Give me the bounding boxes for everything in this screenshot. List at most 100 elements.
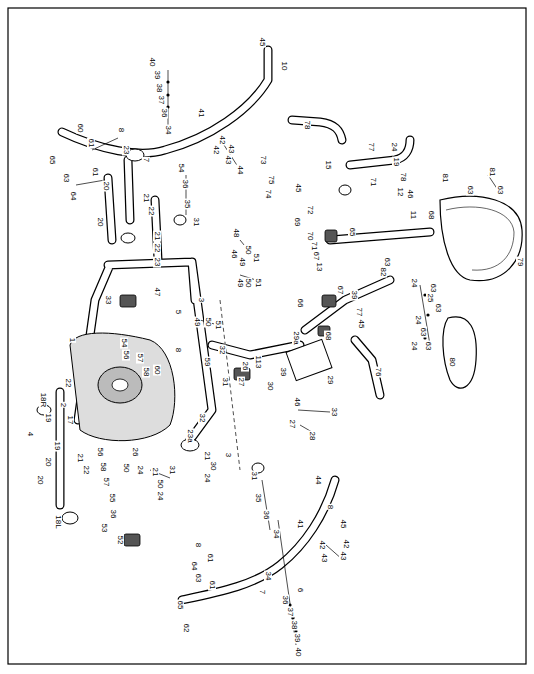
callout-number: 69 bbox=[293, 217, 301, 228]
callout-number: 22 bbox=[153, 243, 161, 254]
callout-number: 73 bbox=[259, 155, 267, 166]
callout-number: 32 bbox=[218, 345, 226, 356]
callout-number: 63 bbox=[434, 303, 442, 314]
callout-number: 26 bbox=[241, 361, 249, 372]
callout-number: 39 bbox=[350, 290, 358, 301]
callout-number: 42 bbox=[318, 540, 326, 551]
callout-number: 43 bbox=[224, 155, 232, 166]
callout-number: 80 bbox=[448, 357, 456, 368]
callout-number: 43 bbox=[339, 551, 347, 562]
callout-number: 66 bbox=[296, 298, 304, 309]
callout-number: 42 bbox=[212, 145, 220, 156]
callout-number: 51 bbox=[252, 253, 260, 264]
callout-number: 52 bbox=[116, 535, 124, 546]
callout-number: 61 bbox=[87, 138, 95, 149]
callout-number: 30 bbox=[209, 461, 217, 472]
callout-number: 60 bbox=[76, 123, 84, 134]
callout-number: 8 bbox=[117, 127, 125, 133]
callout-number: 71 bbox=[369, 177, 377, 188]
callout-number: 54 bbox=[177, 163, 185, 174]
callout-number: 64 bbox=[69, 191, 77, 202]
callout-number: 63 bbox=[466, 185, 474, 196]
callout-number: 39 bbox=[153, 70, 161, 81]
callout-number: 38 bbox=[155, 83, 163, 94]
callout-number: 78 bbox=[399, 172, 407, 183]
callout-number: 46 bbox=[406, 189, 414, 200]
callout-number: 48 bbox=[232, 228, 240, 239]
callout-number: 27 bbox=[288, 419, 296, 430]
callout-number: 50 bbox=[156, 479, 164, 490]
callout-number: 21 bbox=[151, 467, 159, 478]
callout-number: 58 bbox=[99, 462, 107, 473]
callout-number: 49 bbox=[236, 278, 244, 289]
callout-number: 22 bbox=[82, 465, 90, 476]
callout-number: 68 bbox=[427, 210, 435, 221]
callout-number: 5 bbox=[174, 309, 182, 315]
callout-number: 56 bbox=[96, 447, 104, 458]
callout-number: 77 bbox=[367, 142, 375, 153]
callout-number: 57 bbox=[136, 353, 144, 364]
callout-number: 47 bbox=[153, 287, 161, 298]
callout-number: 67 bbox=[336, 285, 344, 296]
callout-number: 19 bbox=[53, 441, 61, 452]
callout-number: 40 bbox=[148, 57, 156, 68]
callout-number: 49 bbox=[193, 317, 201, 328]
callout-number: 10 bbox=[280, 61, 288, 72]
callout-number: 24 bbox=[136, 465, 144, 476]
callout-number: 36 bbox=[281, 595, 289, 606]
callout-number: 28 bbox=[308, 431, 316, 442]
callout-number: 23a bbox=[186, 428, 194, 443]
callout-number: 36 bbox=[109, 509, 117, 520]
callout-number: 3 bbox=[197, 297, 205, 303]
callout-number: 59 bbox=[203, 357, 211, 368]
callout-number: 64 bbox=[190, 561, 198, 572]
callout-number: 30 bbox=[266, 381, 274, 392]
callout-number: 54 bbox=[120, 338, 128, 349]
callout-number: 40 bbox=[294, 647, 302, 658]
callout-number: 24 bbox=[410, 278, 418, 289]
callout-number: 34 bbox=[164, 125, 172, 136]
callout-number: 43 bbox=[320, 553, 328, 564]
callout-number: 37 bbox=[157, 95, 165, 106]
callout-number: 33 bbox=[104, 295, 112, 306]
callout-number: 63 bbox=[62, 173, 70, 184]
callout-number: 63 bbox=[424, 341, 432, 352]
callout-number: 51 bbox=[214, 320, 222, 331]
callout-number: 113 bbox=[254, 355, 262, 370]
callout-number: 27 bbox=[237, 377, 245, 388]
callout-number: 82 bbox=[379, 267, 387, 278]
callout-number: 63 bbox=[194, 573, 202, 584]
callout-number: 58 bbox=[142, 367, 150, 378]
callout-number: 50 bbox=[244, 245, 252, 256]
callout-number: 29 bbox=[326, 375, 334, 386]
callout-number: 63 bbox=[496, 185, 504, 196]
callout-number: 46 bbox=[230, 249, 238, 260]
callout-number: 77 bbox=[355, 307, 363, 318]
callout-number: 31 bbox=[221, 377, 229, 388]
callout-number: 19 bbox=[392, 157, 400, 168]
callout-number: 22 bbox=[147, 206, 155, 217]
callout-number: 68 bbox=[324, 331, 332, 342]
callout-number: 8 bbox=[194, 542, 202, 548]
callout-number: 23 bbox=[153, 257, 161, 268]
callout-number: 45 bbox=[258, 37, 266, 48]
callout-number: 56 bbox=[122, 350, 130, 361]
callout-number: 35 bbox=[254, 493, 262, 504]
callout-number: 35 bbox=[183, 199, 191, 210]
callout-number: 46 bbox=[293, 397, 301, 408]
callout-number: 41 bbox=[296, 519, 304, 530]
callout-number: 33 bbox=[330, 407, 338, 418]
callout-number: 19 bbox=[44, 413, 52, 424]
callout-number: 24 bbox=[410, 341, 418, 352]
callout-number: 36 bbox=[262, 510, 270, 521]
callout-number: 49 bbox=[238, 257, 246, 268]
callout-number: 13 bbox=[315, 262, 323, 273]
callout-number: 24 bbox=[203, 473, 211, 484]
callout-number: 22 bbox=[64, 378, 72, 389]
callout-number: 61 bbox=[206, 553, 214, 564]
callout-number: 41 bbox=[197, 108, 205, 119]
callout-number: 26 bbox=[131, 447, 139, 458]
callout-number: 76 bbox=[374, 367, 382, 378]
callout-number: 79 bbox=[516, 257, 524, 268]
